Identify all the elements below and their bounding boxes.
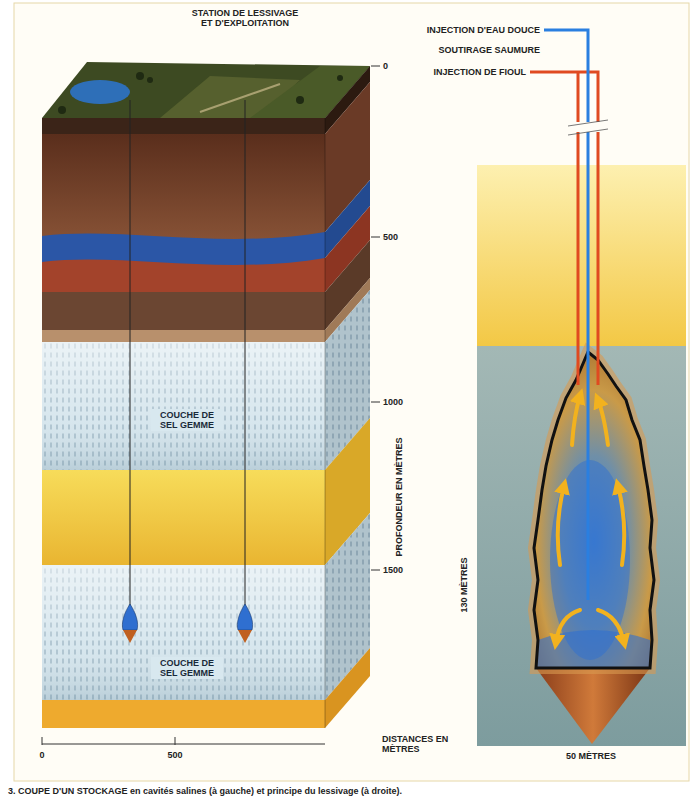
block-front-face-part	[42, 232, 325, 265]
wells	[122, 100, 252, 643]
block-top-surface-part	[200, 84, 280, 112]
leaching-section-part	[536, 630, 650, 668]
block-top-surface-part	[296, 96, 304, 104]
depth-tick: 0	[383, 61, 388, 71]
distance-axis-title: DISTANCES EN MÈTRES	[382, 734, 457, 755]
block-side-face	[325, 66, 370, 728]
block-top-surface-part	[337, 75, 343, 81]
block-front-face-part	[42, 470, 325, 565]
pipes-part	[568, 129, 608, 135]
block-front-face-part	[42, 292, 325, 330]
block-top-surface-part	[70, 80, 130, 104]
dimension-label: 130 MÈTRES	[459, 557, 469, 612]
block-top-surface	[42, 62, 370, 118]
wells-part	[245, 100, 246, 608]
block-top-surface-part	[136, 72, 144, 80]
depth-scale	[371, 66, 380, 570]
leaching-section-part	[534, 352, 654, 668]
block-side-face-part	[325, 648, 370, 728]
pipe-label: SOUTIRAGE SAUMURE	[438, 45, 540, 55]
leaching-section-part	[550, 460, 630, 660]
flow-arrows-part	[618, 486, 624, 565]
wells-part	[123, 630, 137, 643]
flow-arrows-part	[598, 400, 608, 445]
flow-arrows-part	[572, 396, 580, 445]
block-front-face-part	[42, 565, 325, 700]
depth-tick: 1500	[383, 565, 403, 575]
depth-scale-part	[371, 66, 380, 67]
pipes-part	[544, 30, 588, 600]
distance-scale-part	[42, 744, 325, 745]
figure-caption: 3. COUPE D'UN STOCKAGE en cavités saline…	[8, 786, 402, 796]
block-front-face-part	[42, 118, 325, 134]
rock-salt-layer: COUCHE DE SEL GEMME	[42, 565, 325, 700]
frame	[14, 3, 689, 781]
leaching-section	[477, 165, 686, 746]
flow-arrows-part	[558, 486, 564, 565]
block-side-face-part	[325, 118, 326, 728]
wells-part	[122, 604, 137, 630]
leaching-section-part	[477, 346, 686, 746]
block-top-surface-part	[147, 77, 153, 83]
depth-axis-title: PROFONDEUR EN MÈTRES	[394, 437, 404, 556]
leaching-section-part	[477, 165, 686, 346]
flow-arrows	[556, 396, 624, 642]
depth-tick: 500	[383, 232, 398, 242]
block-top-surface-part	[58, 106, 66, 114]
block-front-face	[42, 118, 325, 728]
depth-tick: 1000	[383, 397, 403, 407]
rock-salt-layer: COUCHE DE SEL GEMME	[42, 342, 325, 470]
flow-arrows-part	[598, 610, 624, 642]
depth-scale-part	[371, 237, 380, 238]
layer-label: COUCHE DE SEL GEMME	[151, 409, 223, 432]
block-front-face-part	[42, 342, 325, 470]
dimension-label: 50 MÈTRES	[566, 751, 616, 761]
leaching-section-part	[536, 668, 650, 744]
block-front-face-part	[42, 342, 325, 470]
distance-scale-part	[175, 737, 176, 745]
pipe-label: INJECTION DE FIOUL	[433, 67, 526, 77]
leaching-section-part	[534, 352, 654, 668]
wells-part	[238, 630, 252, 643]
station-label: STATION DE LESSIVAGE ET D'EXPLOITATION	[185, 8, 305, 29]
pipes	[530, 30, 608, 600]
block-front-face-part	[42, 565, 325, 700]
pipes-part	[577, 72, 580, 385]
distance-tick: 500	[167, 750, 182, 760]
flow-arrows-part	[556, 610, 580, 642]
wells-part	[130, 100, 131, 608]
depth-scale-part	[371, 402, 380, 403]
leaching-section-part	[534, 352, 654, 668]
distance-tick: 0	[39, 750, 44, 760]
depth-scale-part	[371, 570, 380, 571]
block-top-surface-part	[42, 62, 370, 118]
layer-label: COUCHE DE SEL GEMME	[151, 657, 223, 680]
distance-scale	[42, 737, 325, 745]
wells-part	[237, 604, 252, 630]
distance-scale-part	[42, 737, 43, 745]
block-front-face-part	[42, 330, 325, 342]
pipes-part	[568, 120, 608, 126]
block-front-face-part	[42, 134, 325, 250]
block-front-face-part	[42, 700, 325, 728]
pipe-label: INJECTION D'EAU DOUCE	[427, 25, 540, 35]
